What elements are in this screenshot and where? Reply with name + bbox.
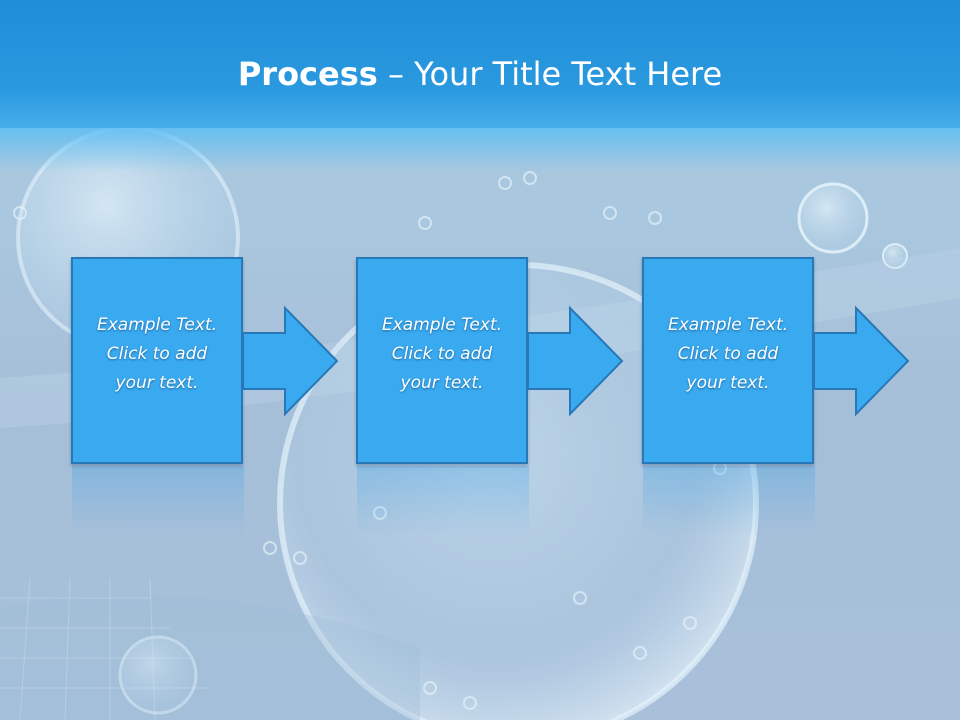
title-bar-glow (0, 128, 960, 172)
floating-particles (13, 171, 727, 710)
step-1-line-3: your text. (115, 373, 199, 393)
title-bar (0, 0, 960, 128)
step-2-box[interactable]: Example Text. Click to add your text. (356, 257, 528, 464)
step-1-box[interactable]: Example Text. Click to add your text. (71, 257, 243, 464)
step-3-box[interactable]: Example Text. Click to add your text. (642, 257, 814, 464)
step-1-line-1: Example Text. (96, 315, 218, 335)
step-3-line-1: Example Text. (667, 315, 789, 335)
step-1-arrow[interactable] (242, 305, 339, 417)
background-band (0, 594, 420, 720)
step-2-line-1: Example Text. (381, 315, 503, 335)
step-3-reflection (643, 466, 815, 536)
step-3-arrow[interactable] (813, 305, 910, 417)
step-1-reflection (72, 466, 244, 536)
title-rest-part: – Your Title Text Here (377, 55, 723, 93)
step-2-text[interactable]: Example Text. Click to add your text. (358, 311, 526, 398)
step-1-line-2: Click to add (106, 344, 208, 364)
step-3-line-2: Click to add (677, 344, 779, 364)
title-bold-part: Process (237, 55, 378, 93)
bottom-left-sphere (118, 635, 198, 715)
step-2-line-3: your text. (400, 373, 484, 393)
step-2-reflection (357, 466, 529, 536)
step-3-line-3: your text. (686, 373, 770, 393)
tiny-sphere (882, 243, 908, 269)
top-right-sphere (797, 182, 869, 254)
step-3-text[interactable]: Example Text. Click to add your text. (644, 311, 812, 398)
step-1-text[interactable]: Example Text. Click to add your text. (73, 311, 241, 398)
step-2-arrow[interactable] (527, 305, 624, 417)
slide-title[interactable]: Process – Your Title Text Here (0, 52, 960, 96)
step-2-line-2: Click to add (391, 344, 493, 364)
grid-floor (0, 577, 210, 720)
